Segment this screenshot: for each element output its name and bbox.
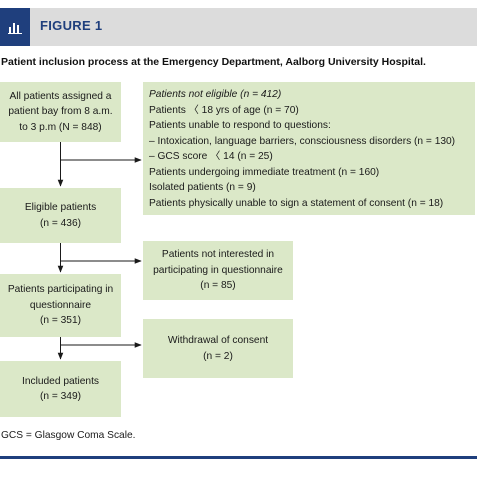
box-not-interested: Patients not interested in participating… bbox=[143, 241, 293, 300]
box-assigned-patients: All patients assigned a patient bay from… bbox=[0, 82, 121, 142]
box-not-eligible: Patients not eligible (n = 412) Patients… bbox=[143, 82, 475, 215]
not-interested-line-3: (n = 85) bbox=[200, 280, 236, 292]
participating-line-2: questionnaire bbox=[29, 299, 92, 311]
included-line-1: Included patients bbox=[21, 375, 100, 387]
assigned-line-2: patient bay from 8 a.m. bbox=[8, 106, 113, 118]
included-line-2: (n = 349) bbox=[39, 391, 82, 402]
eligible-line-1: Eligible patients bbox=[24, 202, 97, 213]
not-eligible-line-2: Patients unable to respond to questions: bbox=[149, 120, 331, 131]
bottom-rule bbox=[0, 456, 477, 459]
assigned-line-3: to 3 p.m (N = 848) bbox=[19, 121, 102, 133]
figure-caption: Patient inclusion process at the Emergen… bbox=[1, 56, 426, 68]
box-eligible: Eligible patients (n = 436) bbox=[0, 188, 121, 243]
box-participating: Patients participating in questionnaire … bbox=[0, 274, 121, 337]
not-eligible-line-1: Patients 〈 18 yrs of age (n = 70) bbox=[149, 104, 299, 116]
participating-line-3: (n = 351) bbox=[39, 315, 82, 327]
figure-header: FIGURE 1 bbox=[0, 8, 477, 46]
withdrawal-line-2: (n = 2) bbox=[203, 350, 233, 362]
assigned-line-1: All patients assigned a bbox=[9, 90, 112, 102]
not-interested-line-2: participating in questionnaire bbox=[153, 264, 283, 276]
not-eligible-line-7: Patients physically unable to sign a sta… bbox=[149, 197, 444, 209]
not-eligible-line-5: Patients undergoing immediate treatment … bbox=[149, 166, 380, 178]
not-eligible-title: Patients not eligible (n = 412) bbox=[149, 89, 282, 100]
participating-line-1: Patients participating in bbox=[7, 284, 114, 296]
not-eligible-line-6: Isolated patients (n = 9) bbox=[149, 182, 256, 193]
not-eligible-line-4: – GCS score 〈 14 (n = 25) bbox=[149, 151, 273, 162]
bar-chart-icon bbox=[8, 23, 22, 34]
eligible-line-2: (n = 436) bbox=[39, 217, 82, 229]
figure-tab bbox=[0, 8, 30, 46]
top-margin bbox=[0, 0, 477, 6]
box-withdrawal: Withdrawal of consent (n = 2) bbox=[143, 319, 293, 378]
footnote: GCS = Glasgow Coma Scale. bbox=[1, 430, 136, 441]
box-included: Included patients (n = 349) bbox=[0, 361, 121, 417]
not-eligible-line-3: – Intoxication, language barriers, consc… bbox=[149, 135, 456, 147]
not-interested-line-1: Patients not interested in bbox=[161, 249, 275, 261]
figure-label: FIGURE 1 bbox=[40, 18, 103, 33]
withdrawal-line-1: Withdrawal of consent bbox=[167, 335, 269, 346]
